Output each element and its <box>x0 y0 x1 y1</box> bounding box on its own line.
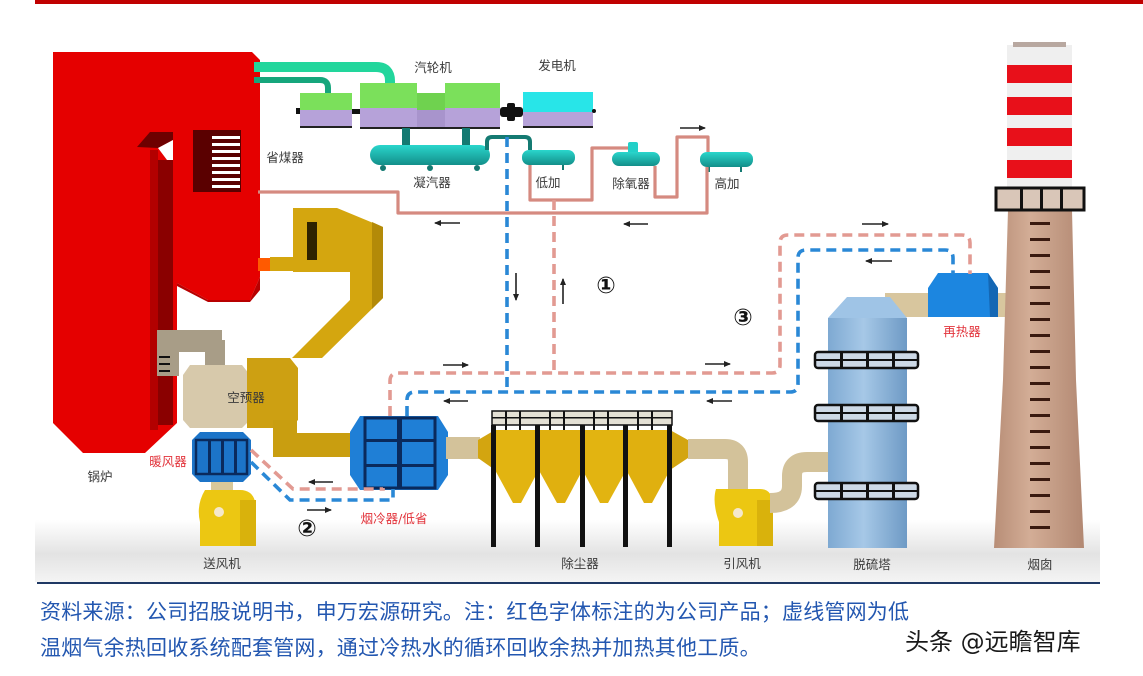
label-deaerator: 除氧器 <box>612 176 650 191</box>
label-chimney: 烟囱 <box>1027 557 1052 572</box>
flow-arrows <box>307 125 892 513</box>
label-air-preheater: 空预器 <box>227 390 265 405</box>
loop-marker-1: ① <box>596 273 615 299</box>
condenser <box>370 128 490 171</box>
label-generator: 发电机 <box>538 58 576 73</box>
chimney-platform <box>994 186 1086 212</box>
tower-platform <box>813 403 920 423</box>
label-id-fan: 引风机 <box>723 556 761 571</box>
label-hp-heater: 高加 <box>714 176 739 191</box>
desulfurization-tower <box>813 293 930 548</box>
loop3-cold-line <box>405 248 955 416</box>
heat-recovery-loops <box>249 137 972 502</box>
label-desulfurization-tower: 脱硫塔 <box>853 557 891 572</box>
id-fan <box>714 489 773 546</box>
tower-platform <box>813 481 920 501</box>
label-condenser: 凝汽器 <box>413 175 451 190</box>
economizer <box>193 130 241 192</box>
floor-shadow <box>35 520 1100 582</box>
hp-heater <box>700 152 753 172</box>
label-reheater: 再热器 <box>943 324 981 339</box>
label-flue-gas-cooler: 烟冷器/低省 <box>361 511 428 526</box>
label-economizer: 省煤器 <box>266 150 304 165</box>
turbine <box>296 83 500 129</box>
duct-cooler-to-precipitator <box>446 437 480 459</box>
label-precipitator: 除尘器 <box>561 556 599 571</box>
loop-marker-2: ② <box>297 516 316 542</box>
loop2-hot-line <box>249 448 385 491</box>
fd-fan <box>198 490 256 546</box>
label-turbine: 汽轮机 <box>414 60 452 75</box>
chimney <box>994 42 1086 548</box>
label-boiler: 锅炉 <box>87 469 112 484</box>
caption-line-1: 资料来源：公司招股说明书，申万宏源研究。注：红色字体标注的为公司产品；虚线管网为… <box>40 600 910 624</box>
air-preheater <box>183 358 298 428</box>
shaft-coupling <box>500 103 523 121</box>
top-accent-bar <box>35 0 1143 4</box>
steam-pipes <box>254 62 395 94</box>
reheater <box>928 273 1015 317</box>
caption-line-2: 温烟气余热回收系统配套管网，通过冷热水的循环回收余热并加热其他工质。 <box>40 636 761 660</box>
label-lp-heater: 低加 <box>535 175 560 190</box>
fan-connector <box>211 482 233 490</box>
chimney-ladder <box>1030 222 1050 529</box>
duct-precipitator-to-fan <box>688 439 748 490</box>
air-duct-from-furnace <box>157 330 225 376</box>
generator <box>523 92 596 128</box>
precipitator <box>478 410 688 547</box>
flue-duct-to-cooler <box>273 420 355 457</box>
air-heater <box>192 432 251 482</box>
tower-platform <box>813 350 920 370</box>
watermark: 头条 @远瞻智库 <box>905 628 1081 656</box>
loop-marker-3: ③ <box>733 305 752 331</box>
label-fd-fan: 送风机 <box>203 556 241 571</box>
deaerator <box>612 142 660 166</box>
label-air-heater: 暖风器 <box>149 454 187 469</box>
precipitator-legs <box>491 425 672 547</box>
feedwater-lines <box>258 135 710 215</box>
flue-duct-hopper <box>270 208 383 358</box>
duct-fan-to-tower <box>769 452 832 513</box>
loop2-cold-line <box>249 460 395 502</box>
flue-gas-cooler <box>350 416 448 490</box>
